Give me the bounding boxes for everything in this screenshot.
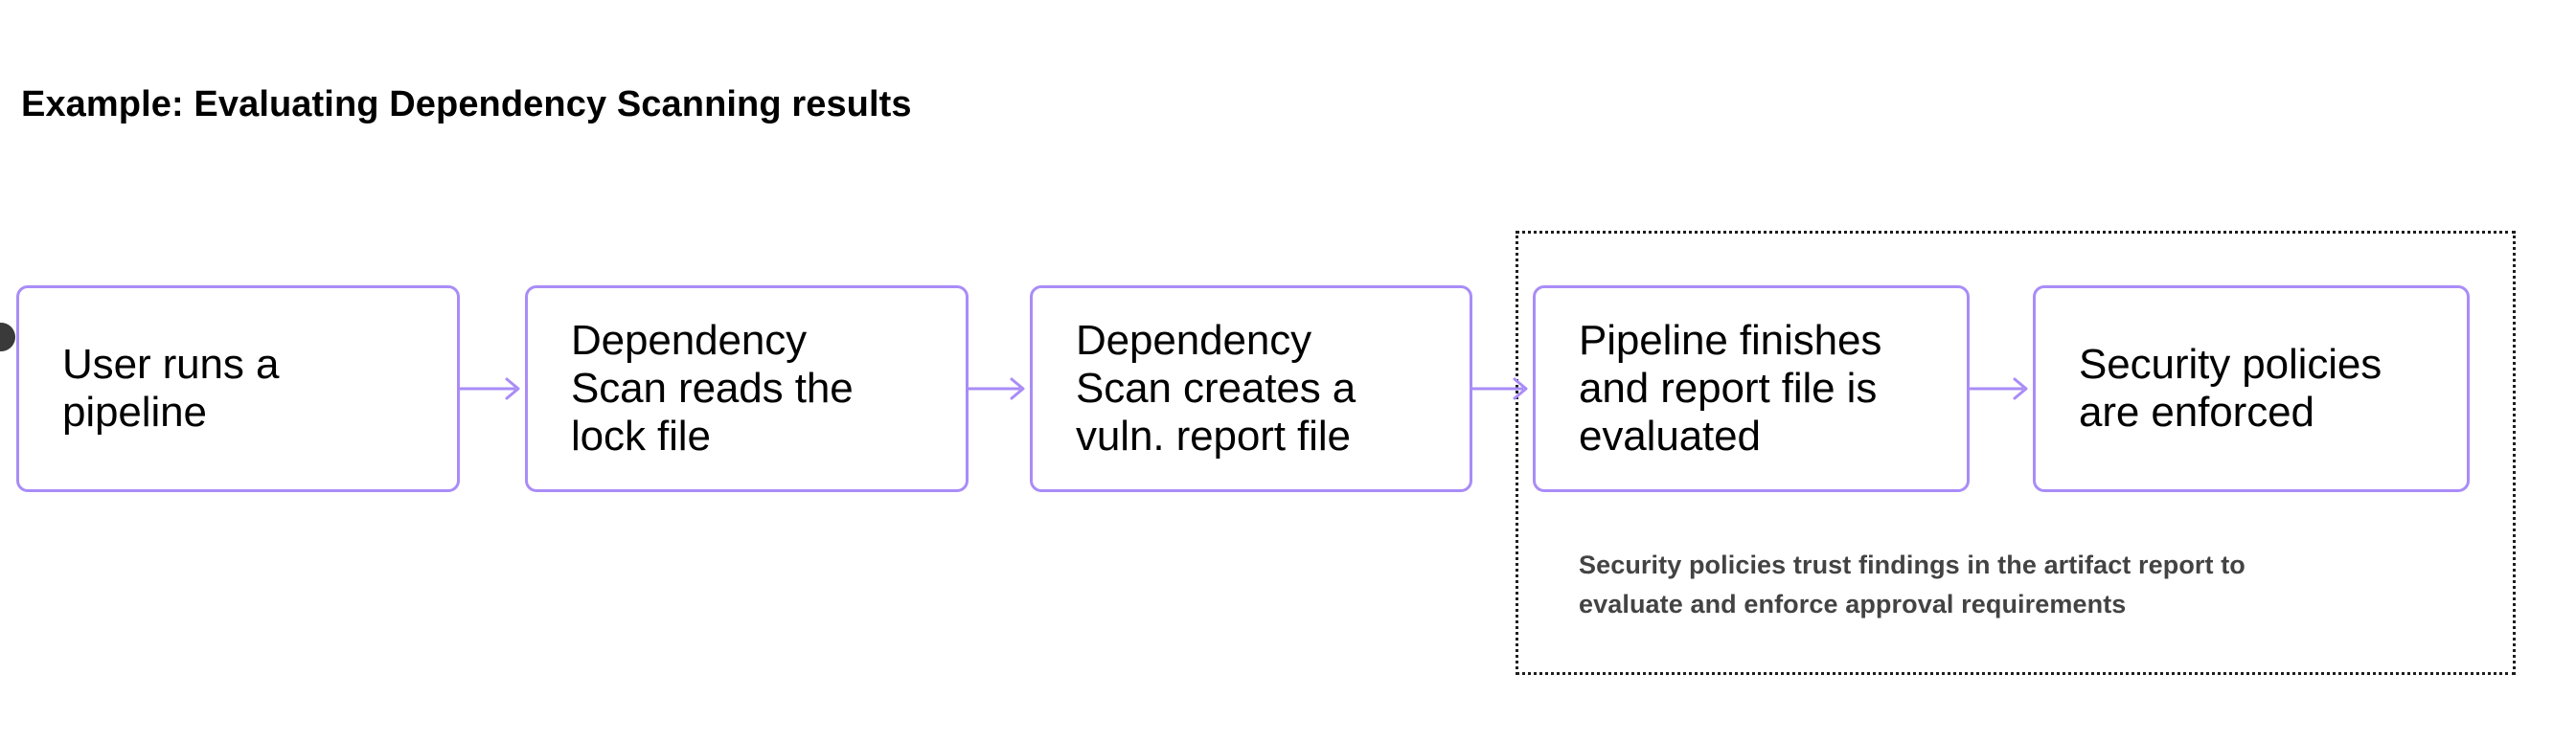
security-policy-group-container [1516, 231, 2516, 675]
flow-start-node-dot [0, 323, 15, 351]
flow-box-label: Dependency Scan creates a vuln. report f… [1076, 317, 1356, 460]
group-caption-text: Security policies trust findings in the … [1579, 551, 2245, 618]
arrow-box1-to-box2 [460, 373, 527, 404]
flow-box-dependency-scan-creates-report[interactable]: Dependency Scan creates a vuln. report f… [1030, 285, 1472, 492]
flow-box-security-policies-enforced[interactable]: Security policies are enforced [2033, 285, 2470, 492]
flow-box-user-runs-pipeline[interactable]: User runs a pipeline [16, 285, 460, 492]
flow-box-label: Pipeline finishes and report file is eva… [1579, 317, 1882, 460]
flow-box-label: Security policies are enforced [2079, 341, 2382, 436]
flow-box-label: User runs a pipeline [62, 341, 280, 436]
flow-box-label: Dependency Scan reads the lock file [571, 317, 854, 460]
flow-box-dependency-scan-reads-lock-file[interactable]: Dependency Scan reads the lock file [525, 285, 969, 492]
arrow-box3-to-box4 [1472, 373, 1535, 404]
page-title: Example: Evaluating Dependency Scanning … [21, 84, 912, 124]
arrow-box4-to-box5 [1970, 373, 2035, 404]
arrow-box2-to-box3 [969, 373, 1032, 404]
flow-box-pipeline-finishes-report-evaluated[interactable]: Pipeline finishes and report file is eva… [1533, 285, 1970, 492]
